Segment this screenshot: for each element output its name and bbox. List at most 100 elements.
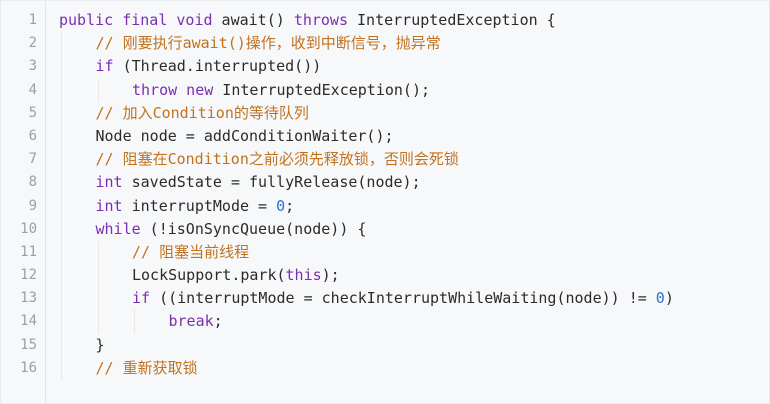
indent-guide [97,287,99,311]
code-line: 6 Node node = addConditionWaiter(); [1,124,769,149]
code-text: throw new InterruptedException(); [59,78,769,102]
line-number: 9 [28,197,37,214]
code-token: 0 [655,289,665,308]
code-line: 7 // 阻塞在Condition之前必须先释放锁，否则会死锁 [1,148,769,172]
code-token: ) [664,289,674,308]
code-text: // 刚要执行await()操作，收到中断信号，抛异常 [59,32,769,56]
line-number: 7 [28,151,37,168]
indent-guide [97,240,99,265]
code-line: 14 break; [1,310,769,334]
indent-guide [61,32,62,56]
code-token: break [168,312,214,331]
indent-guide [61,310,62,334]
indent-guide [61,78,62,102]
code-token: // 阻塞当前线程 [132,242,250,261]
indent-guide [134,310,135,334]
code-token: (!isOnSyncQueue(node)) { [140,219,367,238]
code-text: // 加入Condition的等待队列 [59,101,769,125]
line-number: 6 [28,127,37,144]
line-number: 1 [28,12,37,28]
code-token: InterruptedException { [348,11,556,29]
indent-guide [61,264,62,288]
code-line: 1 public final void await() throws Interr… [1,9,769,32]
code-token: // 刚要执行await()操作，收到中断信号，抛异常 [95,34,441,53]
code-line: 9 int interruptMode = 0; [1,194,769,218]
code-token: throws [293,11,348,29]
indent-guide [61,171,62,195]
code-token: throw new [132,80,214,99]
code-line: 4 throw new InterruptedException(); [1,78,769,102]
indent-guide [61,287,62,311]
code-text: // 重新获取锁 [59,356,769,381]
code-token: // 阻塞在Condition之前必须先释放锁，否则会死锁 [95,150,459,169]
code-token: await() [212,11,294,29]
code-text: Node node = addConditionWaiter(); [59,124,769,149]
code-line: 16 // 重新获取锁 [1,356,769,381]
code-token: InterruptedException(); [213,80,431,99]
code-line: 15} [1,333,769,357]
line-number-gutter [1,1,46,403]
code-line: 11 // 阻塞当前线程 [1,240,769,265]
code-text: while (!isOnSyncQueue(node)) { [59,217,769,241]
indent-guide [97,264,99,288]
code-token: int [95,196,123,215]
line-number: 4 [28,81,37,98]
indent-guide [61,356,62,381]
code-token: ; [213,312,223,331]
code-lines: 1 public final void await() throws Interr… [1,9,769,381]
code-token: while [95,219,141,238]
code-token: } [95,335,105,354]
indent-guide [61,148,62,172]
indent-guide [61,101,62,125]
code-token: if [95,57,114,76]
line-number: 14 [20,313,37,330]
code-token: int [95,173,123,192]
code-line: 8 int savedState = fullyRelease(node); [1,171,769,195]
line-number: 8 [28,174,37,191]
line-number: 16 [20,359,37,376]
indent-guide [61,333,62,357]
code-text: break; [59,310,769,334]
code-token: public final void [59,11,213,29]
code-text: } [59,333,769,357]
line-number: 11 [20,243,37,260]
code-token: if [132,289,151,308]
line-number: 5 [28,104,37,121]
code-token: interruptMode = [122,196,277,215]
code-token: ); [321,266,340,285]
code-text: public final void await() throws Interru… [59,9,769,32]
line-number: 13 [20,290,37,307]
indent-guide [97,78,99,102]
code-token: ((interruptMode = checkInterruptWhileWai… [150,289,656,308]
code-text: if (Thread.interrupted()) [59,55,769,79]
code-text: int savedState = fullyRelease(node); [59,171,769,195]
indent-guide [61,55,62,79]
code-line: 2 // 刚要执行await()操作，收到中断信号，抛异常 [1,32,769,56]
code-line: 10 while (!isOnSyncQueue(node)) { [1,217,769,241]
indent-guide [61,217,62,241]
code-token: Node node = addConditionWaiter(); [95,126,394,145]
line-number: 10 [20,220,37,237]
indent-guide [61,124,62,149]
line-number: 15 [20,336,37,353]
code-text: LockSupport.park(this); [59,264,769,288]
code-token: LockSupport.park( [132,266,286,285]
code-text: if ((interruptMode = checkInterruptWhile… [59,287,769,311]
code-line: 13 if ((interruptMode = checkInterruptWhi… [1,287,769,311]
code-text: // 阻塞当前线程 [59,240,769,265]
code-text: // 阻塞在Condition之前必须先释放锁，否则会死锁 [59,148,769,172]
code-token: ; [285,196,295,215]
code-token: // 加入Condition的等待队列 [95,103,309,122]
code-token: 0 [276,196,286,215]
code-token: this [285,266,322,285]
code-token: savedState = fullyRelease(node); [122,173,421,192]
code-text: int interruptMode = 0; [59,194,769,218]
indent-guide [97,310,99,334]
code-token: (Thread.interrupted()) [113,57,322,76]
code-line: 5 // 加入Condition的等待队列 [1,101,769,125]
indent-guide [61,240,62,265]
line-number: 2 [28,35,37,52]
code-token: // 重新获取锁 [95,358,198,377]
